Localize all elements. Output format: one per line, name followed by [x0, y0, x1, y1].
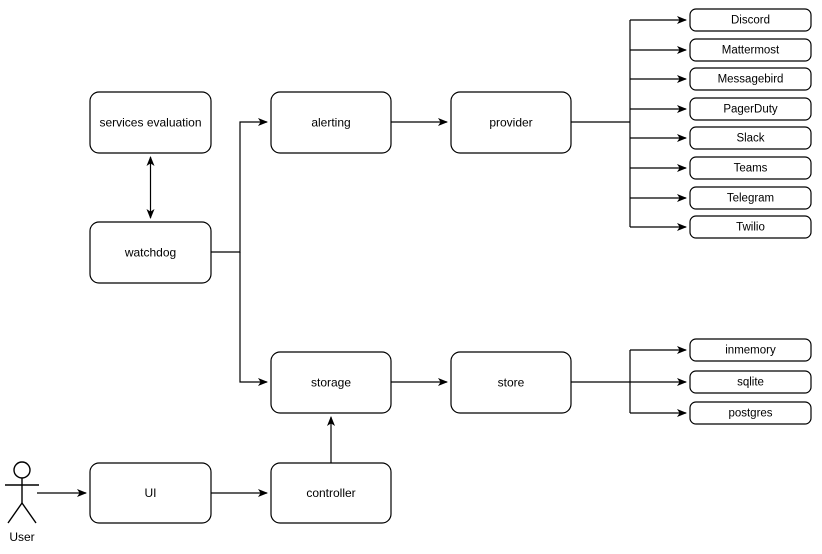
node-alerting-label: alerting: [311, 116, 350, 130]
node-services-evaluation-label: services evaluation: [99, 116, 201, 130]
node-mattermost-shape[interactable]: [689, 38, 812, 62]
node-slack-shape[interactable]: [689, 126, 812, 150]
node-storage-label: storage: [311, 376, 351, 390]
node-postgres-label: postgres: [728, 408, 772, 420]
actor-user-label: User: [9, 530, 34, 544]
node-inmemory-label: inmemory: [725, 345, 776, 357]
node-ui-shape[interactable]: [89, 462, 212, 524]
node-alerting[interactable]: alerting: [270, 91, 392, 154]
node-inmemory-shape[interactable]: [689, 338, 812, 362]
node-inmemory[interactable]: inmemory: [689, 338, 812, 362]
node-controller-shape[interactable]: [270, 462, 392, 524]
node-ui[interactable]: UI: [89, 462, 212, 524]
actor-leg-right-icon: [21, 502, 37, 524]
node-slack[interactable]: Slack: [689, 126, 812, 150]
node-pagerduty[interactable]: PagerDuty: [689, 97, 812, 121]
node-slack-label: Slack: [736, 133, 764, 145]
node-mattermost-label: Mattermost: [722, 45, 780, 57]
node-discord-label: Discord: [731, 15, 770, 27]
node-watchdog[interactable]: watchdog: [89, 221, 212, 284]
node-provider-label: provider: [489, 116, 532, 130]
node-provider[interactable]: provider: [450, 91, 572, 154]
node-messagebird-label: Messagebird: [718, 74, 784, 86]
node-twilio-shape[interactable]: [689, 215, 812, 239]
node-store[interactable]: store: [450, 351, 572, 414]
node-postgres[interactable]: postgres: [689, 401, 812, 425]
node-mattermost[interactable]: Mattermost: [689, 38, 812, 62]
node-storage[interactable]: storage: [270, 351, 392, 414]
actor-user[interactable]: User: [5, 461, 39, 544]
node-layer: services evaluation watchdog alerting pr…: [89, 91, 572, 524]
node-pagerduty-shape[interactable]: [689, 97, 812, 121]
actor-head-icon: [13, 461, 31, 479]
node-watchdog-shape[interactable]: [89, 221, 212, 284]
node-sqlite-shape[interactable]: [689, 370, 812, 394]
node-teams-label: Teams: [734, 163, 768, 175]
node-alerting-shape[interactable]: [270, 91, 392, 154]
edge-watchdog-alerting: [211, 118, 268, 253]
node-postgres-shape[interactable]: [689, 401, 812, 425]
node-services-evaluation[interactable]: services evaluation: [89, 91, 212, 154]
node-storage-shape[interactable]: [270, 351, 392, 414]
edge-layer: [37, 16, 687, 497]
node-telegram-shape[interactable]: [689, 186, 812, 210]
node-sqlite-label: sqlite: [737, 377, 764, 389]
node-sqlite[interactable]: sqlite: [689, 370, 812, 394]
node-messagebird-shape[interactable]: [689, 67, 812, 91]
actor-leg-left-icon: [7, 502, 23, 524]
node-messagebird[interactable]: Messagebird: [689, 67, 812, 91]
node-store-shape[interactable]: [450, 351, 572, 414]
node-ui-label: UI: [145, 486, 157, 500]
node-discord[interactable]: Discord: [689, 8, 812, 32]
node-pagerduty-label: PagerDuty: [723, 104, 778, 116]
node-teams[interactable]: Teams: [689, 156, 812, 180]
store-targets-layer: inmemory sqlite postgres: [689, 338, 812, 425]
node-telegram-label: Telegram: [727, 193, 774, 205]
node-provider-shape[interactable]: [450, 91, 572, 154]
node-telegram[interactable]: Telegram: [689, 186, 812, 210]
node-twilio[interactable]: Twilio: [689, 215, 812, 239]
node-controller-label: controller: [306, 486, 355, 500]
node-watchdog-label: watchdog: [124, 246, 176, 260]
node-discord-shape[interactable]: [689, 8, 812, 32]
node-store-label: store: [498, 376, 525, 390]
edge-watchdog-storage: [239, 252, 268, 386]
provider-targets-layer: Discord Mattermost Messagebird PagerDuty…: [689, 8, 812, 239]
node-services-evaluation-shape[interactable]: [89, 91, 212, 154]
node-controller[interactable]: controller: [270, 462, 392, 524]
node-twilio-label: Twilio: [736, 222, 765, 234]
node-teams-shape[interactable]: [689, 156, 812, 180]
